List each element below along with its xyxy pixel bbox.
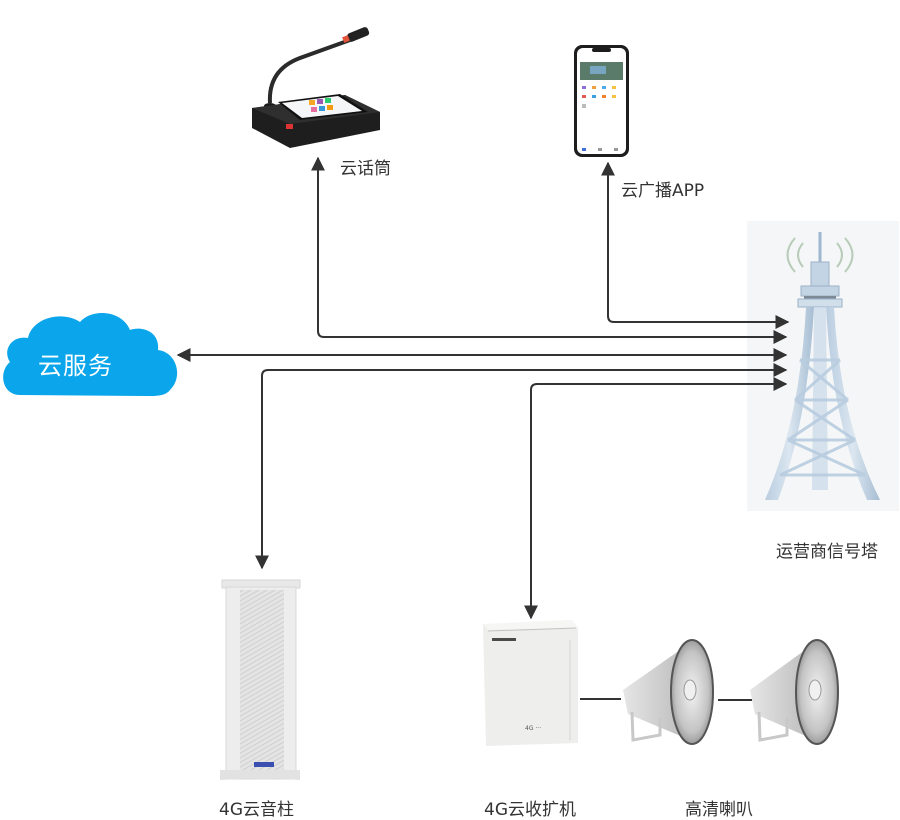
horn-speaker-label: 高清喇叭 [685, 800, 753, 820]
horn-speaker-icon [750, 639, 839, 745]
line-column-tower [255, 363, 788, 570]
line-app-tower [601, 161, 790, 329]
line-receiver-tower [524, 377, 788, 620]
column-speaker-label: 4G云音柱 [219, 800, 294, 820]
connection-lines [176, 156, 790, 701]
receiver-amplifier-icon: 4G ··· [483, 620, 578, 746]
signal-tower-label: 运营商信号塔 [776, 542, 878, 562]
cloud-app-label: 云广播APP [621, 181, 705, 201]
cloud-service-label: 云服务 [38, 352, 113, 380]
horn-speaker-icon [623, 639, 714, 745]
svg-text:4G ···: 4G ··· [525, 725, 541, 732]
cloud-microphone-icon [252, 27, 380, 148]
cloud-service-icon [3, 312, 178, 396]
smartphone-app-icon [574, 45, 629, 157]
receiver-amplifier-label: 4G云收扩机 [484, 800, 576, 820]
column-speaker-icon [220, 579, 301, 780]
line-mic-tower [311, 156, 788, 344]
signal-tower-icon [747, 221, 899, 511]
cloud-microphone-label: 云话筒 [340, 159, 391, 179]
